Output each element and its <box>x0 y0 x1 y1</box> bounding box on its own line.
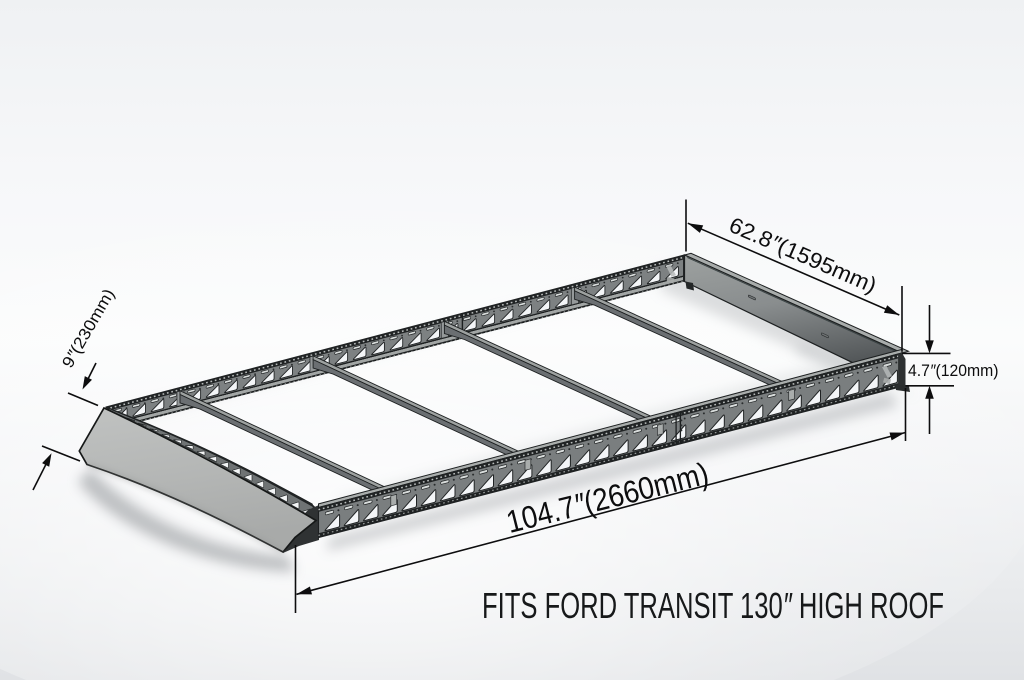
svg-text:FITS FORD TRANSIT 130″ HIGH RO: FITS FORD TRANSIT 130″ HIGH ROOF <box>482 585 944 626</box>
svg-text:4.7″(120mm): 4.7″(120mm) <box>908 362 999 380</box>
